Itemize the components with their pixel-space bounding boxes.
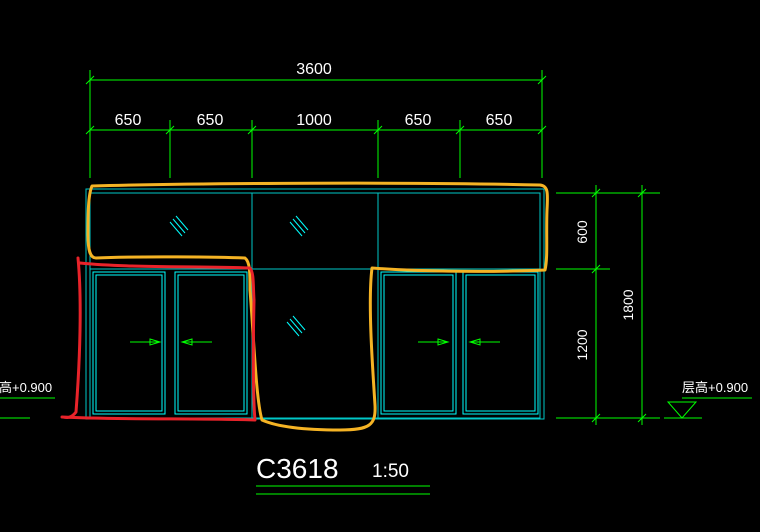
overall-width-label: 3600 xyxy=(296,61,332,78)
segment-width-label-2: 650 xyxy=(197,112,224,129)
window-frame xyxy=(85,188,545,420)
lower-height-label: 1200 xyxy=(574,329,590,360)
window-code-title: C3618 xyxy=(256,453,339,484)
segment-width-label-4: 650 xyxy=(405,112,432,129)
sash-panels xyxy=(92,271,539,415)
upper-height-label: 600 xyxy=(574,220,590,244)
segment-width-label-5: 650 xyxy=(486,112,513,129)
segment-width-label-3: 1000 xyxy=(296,112,332,129)
glass-hatch xyxy=(169,215,309,337)
level-label-left: 层高+0.900 xyxy=(0,380,52,395)
annotation-red xyxy=(60,256,257,422)
segment-width-label-1: 650 xyxy=(115,112,142,129)
drawing-scale: 1:50 xyxy=(372,461,409,482)
dimension-lines xyxy=(0,70,752,495)
annotation-orange xyxy=(86,181,549,432)
overall-height-label: 1800 xyxy=(620,289,636,320)
opening-arrows xyxy=(130,338,500,346)
level-label-right: 层高+0.900 xyxy=(682,380,748,395)
